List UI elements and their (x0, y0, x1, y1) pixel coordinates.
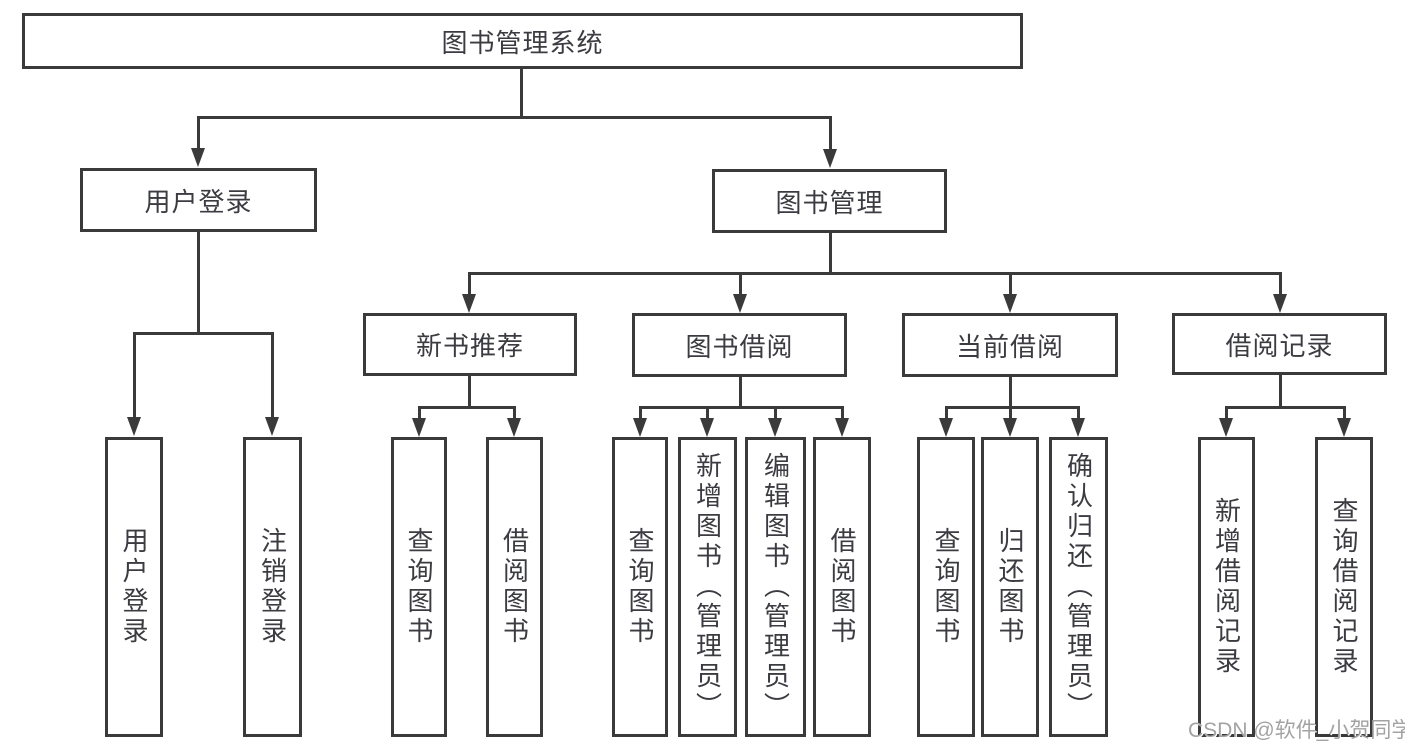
connector-line (197, 116, 832, 119)
node-borrow-records: 借阅记录 (1172, 313, 1387, 375)
arrow-down-icon (507, 407, 521, 437)
node-book-borrowing-label: 图书借阅 (685, 331, 794, 362)
arrow-down-icon (1219, 407, 1233, 437)
arrow-down-icon (700, 407, 714, 437)
node-new-book-recommend: 新书推荐 (363, 313, 577, 376)
node-current-borrowing-label: 当前借阅 (955, 331, 1064, 362)
node-user-login: 用户登录 (80, 168, 317, 232)
leaf-query-borrow-record-label: 查询借阅记录 (1329, 497, 1359, 677)
leaf-add-borrow-record-label: 新增借阅记录 (1211, 497, 1242, 677)
node-borrow-records-label: 借阅记录 (1225, 330, 1334, 361)
arrow-down-icon (633, 407, 647, 437)
connector-line (639, 406, 844, 409)
node-book-management: 图书管理 (712, 169, 947, 233)
arrow-down-icon (462, 273, 476, 313)
leaf-query-book: 查询图书 (612, 437, 668, 737)
arrow-down-icon (1071, 407, 1085, 437)
leaf-query-book-label: 查询图书 (404, 527, 434, 647)
node-current-borrowing: 当前借阅 (902, 313, 1118, 377)
connector-line (1009, 377, 1012, 409)
leaf-query-book: 查询图书 (391, 437, 447, 737)
leaf-add-book-admin: 新增图书（管理员） (678, 437, 737, 737)
leaf-add-borrow-record: 新增借阅记录 (1198, 437, 1255, 737)
connector-line (197, 232, 200, 335)
leaf-return-book-label: 归还图书 (995, 527, 1025, 647)
arrow-down-icon (1003, 273, 1017, 313)
connector-line (1279, 375, 1282, 409)
connector-line (739, 377, 742, 409)
leaf-user-login: 用户登录 (105, 437, 163, 737)
arrow-down-icon (1003, 407, 1017, 437)
arrow-down-icon (1337, 407, 1351, 437)
leaf-edit-book-admin: 编辑图书（管理员） (745, 437, 806, 737)
connector-line (945, 406, 1080, 409)
csdn-watermark: CSDN @软件_小贺同学 (1188, 719, 1405, 742)
connector-line (1225, 406, 1346, 409)
leaf-user-login-label: 用户登录 (119, 527, 149, 647)
node-root-label: 图书管理系统 (441, 27, 604, 58)
leaf-return-book: 归还图书 (981, 437, 1039, 737)
node-root: 图书管理系统 (22, 13, 1023, 69)
arrow-down-icon (835, 407, 849, 437)
leaf-add-book-admin-label: 新增图书（管理员） (692, 452, 723, 722)
connector-line (829, 233, 832, 275)
arrow-down-icon (265, 333, 279, 436)
leaf-borrow-book: 借阅图书 (486, 437, 543, 737)
leaf-edit-book-admin-label: 编辑图书（管理员） (760, 452, 791, 722)
arrow-down-icon (127, 333, 141, 436)
node-new-book-recommend-label: 新书推荐 (415, 331, 524, 361)
leaf-query-book: 查询图书 (917, 437, 975, 737)
connector-line (133, 332, 274, 335)
arrow-down-icon (1273, 273, 1287, 313)
arrow-down-icon (823, 117, 837, 168)
node-user-login-label: 用户登录 (144, 186, 253, 217)
leaf-borrow-book-label: 借阅图书 (827, 527, 857, 647)
connector-line (468, 376, 471, 409)
leaf-query-borrow-record: 查询借阅记录 (1315, 437, 1373, 737)
arrow-down-icon (191, 117, 205, 167)
leaf-logout-label: 注销登录 (257, 527, 288, 647)
node-book-management-label: 图书管理 (775, 187, 884, 218)
leaf-logout: 注销登录 (243, 437, 302, 737)
connector-line (468, 272, 1282, 275)
arrow-down-icon (412, 407, 426, 437)
leaf-query-book-label: 查询图书 (931, 527, 961, 647)
leaf-query-book-label: 查询图书 (625, 527, 655, 647)
connector-line (520, 69, 523, 119)
arrow-down-icon (733, 273, 747, 313)
leaf-borrow-book: 借阅图书 (813, 437, 871, 737)
leaf-confirm-return-admin: 确认归还（管理员） (1049, 437, 1108, 737)
leaf-borrow-book-label: 借阅图书 (499, 527, 530, 647)
arrow-down-icon (768, 407, 782, 437)
arrow-down-icon (939, 407, 953, 437)
connector-line (418, 406, 516, 409)
leaf-confirm-return-admin-label: 确认归还（管理员） (1063, 452, 1094, 722)
node-book-borrowing: 图书借阅 (632, 313, 847, 377)
